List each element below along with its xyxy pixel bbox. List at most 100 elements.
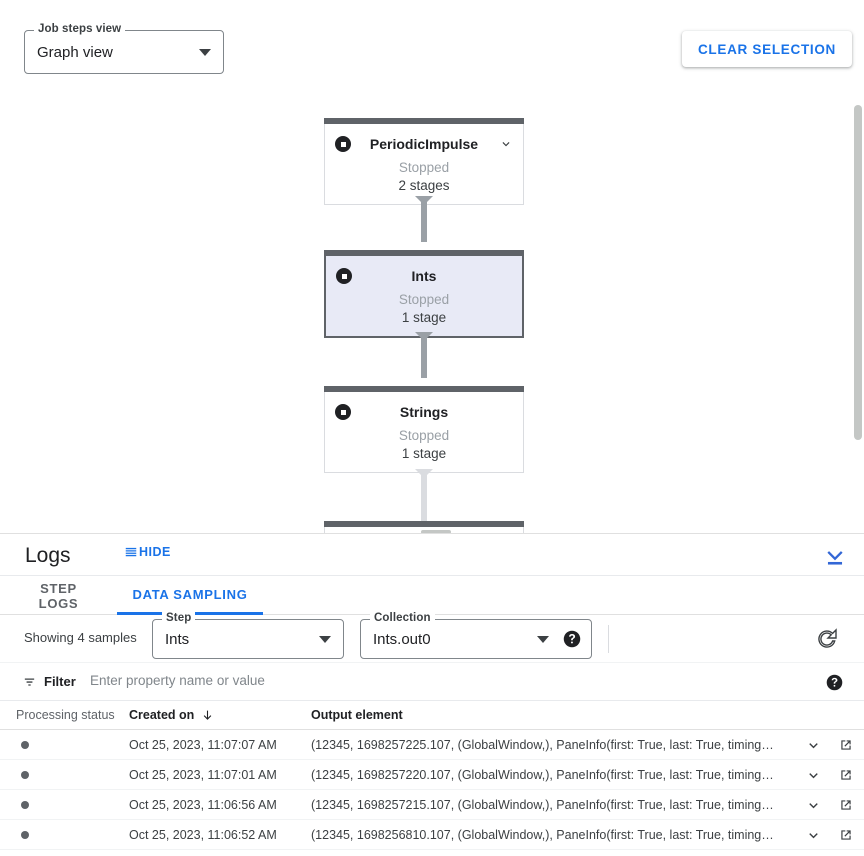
stop-icon [335, 136, 351, 152]
column-header-created-on-label: Created on [129, 708, 195, 722]
job-steps-view-label: Job steps view [34, 23, 126, 35]
graph-vertical-scrollbar[interactable] [854, 105, 862, 440]
node-title: Ints [411, 268, 437, 284]
table-row[interactable]: Oct 25, 2023, 11:07:01 AM (12345, 1698257… [0, 760, 864, 790]
open-in-new-icon[interactable] [838, 767, 854, 783]
cell-created-on: Oct 25, 2023, 11:07:07 AM [129, 737, 277, 752]
logs-header: Logs HIDE [0, 534, 864, 576]
stop-icon [335, 404, 351, 420]
open-in-new-icon[interactable] [838, 827, 854, 843]
panel-resize-handle[interactable] [421, 530, 451, 533]
collection-help-button[interactable] [563, 630, 581, 648]
node-status: Stopped [398, 160, 450, 175]
expand-row-chevron-icon[interactable] [805, 767, 822, 784]
stop-icon [336, 268, 352, 284]
tab-step-logs[interactable]: STEP LOGS [16, 576, 101, 615]
chevron-down-icon [199, 49, 211, 56]
graph-toolbar: Job steps view Graph view CLEAR SELECTIO… [0, 0, 864, 88]
help-icon [826, 674, 843, 691]
filter-list-icon [24, 678, 35, 686]
step-select-label: Step [162, 612, 196, 624]
table-row[interactable]: Oct 25, 2023, 11:07:07 AM (12345, 1698257… [0, 730, 864, 760]
refresh-icon [818, 628, 837, 648]
filter-input[interactable] [88, 672, 788, 689]
hide-logs-button[interactable]: HIDE [124, 545, 171, 559]
filter-bar: Filter [0, 663, 864, 701]
table-header: Processing status Created on Output elem… [0, 701, 864, 730]
refresh-button[interactable] [815, 627, 839, 651]
graph-edge [421, 197, 427, 242]
graph-node-strings[interactable]: Strings Stopped 1 stage [324, 386, 524, 473]
controls-divider [608, 625, 609, 653]
job-steps-view-select[interactable]: Job steps view Graph view [24, 23, 224, 74]
job-steps-view-value: Graph view [37, 43, 113, 61]
collection-select[interactable]: Collection Ints.out0 [360, 612, 592, 659]
graph-edge-arrow-icon [415, 469, 433, 478]
cell-output-element: (12345, 1698257215.107, (GlobalWindow,),… [311, 797, 774, 812]
node-stages: 1 stage [401, 310, 447, 325]
cell-output-element: (12345, 1698257225.107, (GlobalWindow,),… [311, 737, 774, 752]
column-header-created-on[interactable]: Created on [129, 708, 214, 722]
graph-node-ints[interactable]: Ints Stopped 1 stage [324, 250, 524, 338]
graph-edge-arrow-icon [415, 332, 433, 341]
samples-table-body: Oct 25, 2023, 11:07:07 AM (12345, 1698257… [0, 730, 864, 850]
expand-down-bar-icon [827, 551, 843, 565]
node-title: Strings [399, 404, 449, 420]
help-icon [563, 630, 581, 648]
column-header-processing-status[interactable]: Processing status [16, 708, 115, 722]
logs-title: Logs [25, 544, 71, 567]
expand-row-chevron-icon[interactable] [805, 797, 822, 814]
graph-edge-arrow-icon [415, 196, 433, 205]
clear-selection-button[interactable]: CLEAR SELECTION [681, 31, 852, 67]
tab-data-sampling[interactable]: DATA SAMPLING [117, 576, 263, 615]
logs-tabs: STEP LOGS DATA SAMPLING [0, 576, 864, 615]
job-graph-panel: Job steps view Graph view CLEAR SELECTIO… [0, 0, 864, 533]
chevron-down-icon [537, 636, 549, 643]
node-header-bar [324, 386, 524, 392]
node-stages: 2 stages [398, 178, 450, 193]
collection-select-label: Collection [370, 612, 435, 624]
expand-row-chevron-icon[interactable] [805, 737, 822, 754]
step-select[interactable]: Step Ints [152, 612, 344, 659]
table-row[interactable]: Oct 25, 2023, 11:06:56 AM (12345, 1698257… [0, 790, 864, 820]
node-status: Stopped [398, 428, 450, 443]
graph-edge [421, 469, 427, 521]
processing-status-dot [21, 740, 29, 749]
cell-created-on: Oct 25, 2023, 11:06:56 AM [129, 797, 277, 812]
node-title-row: PeriodicImpulse [325, 129, 523, 159]
processing-status-dot [21, 830, 29, 839]
cell-output-element: (12345, 1698256810.107, (GlobalWindow,),… [311, 827, 774, 842]
processing-status-dot [21, 800, 29, 809]
node-header-bar [324, 521, 524, 527]
collapse-panel-button[interactable] [822, 543, 848, 569]
filter-label: Filter [44, 674, 76, 689]
node-header-bar [324, 250, 524, 256]
expand-row-chevron-icon[interactable] [805, 827, 822, 844]
list-icon [125, 547, 137, 557]
node-header-bar [324, 118, 524, 124]
chevron-down-icon[interactable] [499, 137, 513, 151]
node-title-row: Strings [325, 397, 523, 427]
node-title-row: Ints [326, 261, 522, 291]
node-stages: 1 stage [401, 446, 447, 461]
processing-status-dot [21, 770, 29, 779]
graph-node-partial[interactable] [324, 521, 524, 533]
collection-select-value: Ints.out0 [373, 630, 431, 648]
column-header-output-element[interactable]: Output element [311, 708, 403, 722]
node-status: Stopped [398, 292, 450, 307]
node-title: PeriodicImpulse [369, 136, 479, 152]
hide-logs-label: HIDE [139, 545, 171, 559]
sampling-controls: Showing 4 samples Step Ints Collection I… [0, 612, 864, 663]
cell-created-on: Oct 25, 2023, 11:07:01 AM [129, 767, 277, 782]
filter-help-button[interactable] [826, 674, 843, 691]
step-select-value: Ints [165, 630, 190, 648]
cell-output-element: (12345, 1698257220.107, (GlobalWindow,),… [311, 767, 774, 782]
showing-samples-text: Showing 4 samples [24, 630, 137, 645]
graph-node-periodicimpulse[interactable]: PeriodicImpulse Stopped 2 stages [324, 118, 524, 205]
graph-edge [421, 332, 427, 378]
open-in-new-icon[interactable] [838, 737, 854, 753]
open-in-new-icon[interactable] [838, 797, 854, 813]
table-row[interactable]: Oct 25, 2023, 11:06:52 AM(12345, 1698256… [0, 820, 864, 850]
logs-panel: Logs HIDE STEP LOGS DATA SAMPLING Showin… [0, 533, 864, 856]
